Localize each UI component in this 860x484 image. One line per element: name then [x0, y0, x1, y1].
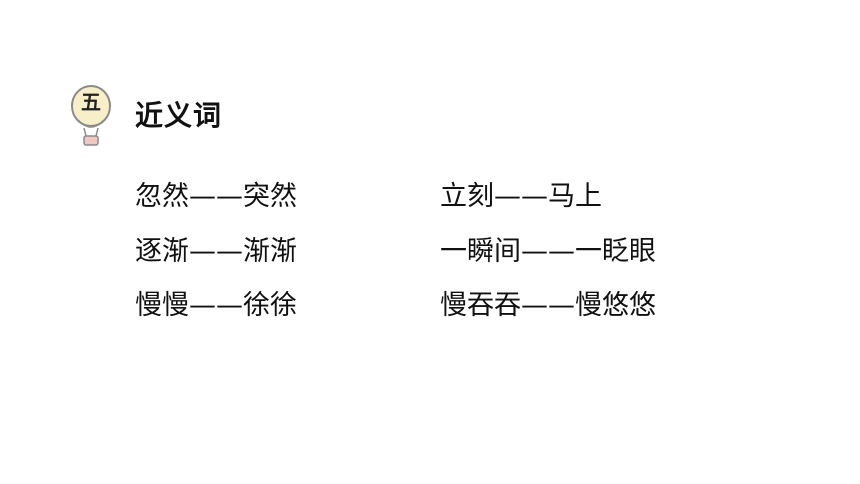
synonym-pair: 一瞬间——一眨眼	[440, 236, 656, 267]
section-badge: 五	[68, 84, 114, 148]
synonym-pair: 立刻——马上	[440, 181, 602, 212]
balloon-badge-icon	[71, 85, 111, 146]
section-number: 五	[81, 90, 101, 114]
section-title: 近义词	[135, 99, 223, 132]
synonym-pair: 逐渐——渐渐	[135, 236, 297, 267]
synonym-pair: 慢慢——徐徐	[135, 290, 297, 321]
synonym-pair: 慢吞吞——慢悠悠	[440, 290, 656, 321]
synonym-pair: 忽然——突然	[135, 181, 297, 212]
